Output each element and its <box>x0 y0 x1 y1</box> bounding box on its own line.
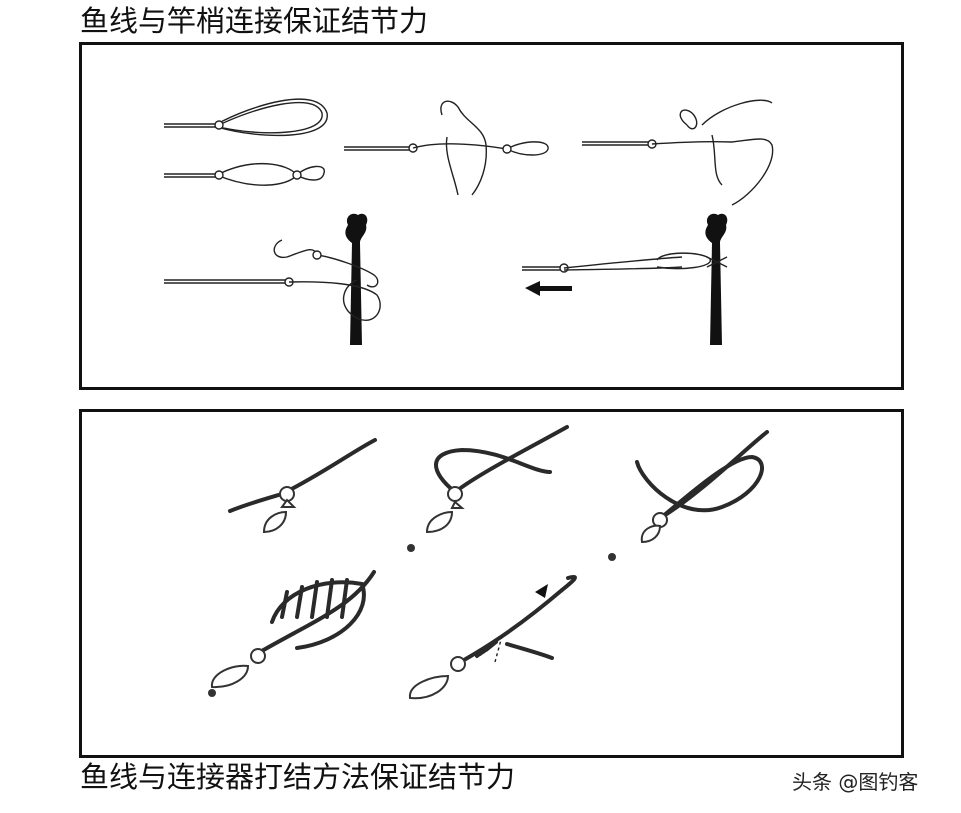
swivel-step-2 <box>407 425 569 552</box>
top-caption: 鱼线与竿梢连接保证结节力 <box>80 4 429 38</box>
connector-knot-panel <box>79 409 904 758</box>
swivel-step-1 <box>228 438 377 534</box>
swivel-step-4 <box>208 570 376 697</box>
pull-arrow-icon <box>535 584 548 598</box>
rod-tip-knot-panel <box>79 42 904 390</box>
hand-step-2 <box>344 100 549 196</box>
step-2-marker <box>407 544 415 552</box>
rod-step-5 <box>522 213 728 345</box>
step-4-marker <box>208 689 216 697</box>
hand-step-3 <box>582 99 774 206</box>
swivel-step-5 <box>408 575 577 700</box>
bottom-caption: 鱼线与连接器打结方法保证结节力 <box>80 760 516 794</box>
swivel-step-3 <box>608 430 769 561</box>
rod-tip-knot-illustration <box>164 98 774 345</box>
rod-step-4 <box>164 213 381 345</box>
pull-arrow-icon <box>525 281 572 296</box>
loop-step-1b <box>164 163 325 186</box>
step-3-marker <box>608 553 616 561</box>
connector-knot-illustration <box>208 425 769 700</box>
watermark: 头条 @图钓客 <box>792 770 919 794</box>
loop-step-1 <box>164 98 328 137</box>
